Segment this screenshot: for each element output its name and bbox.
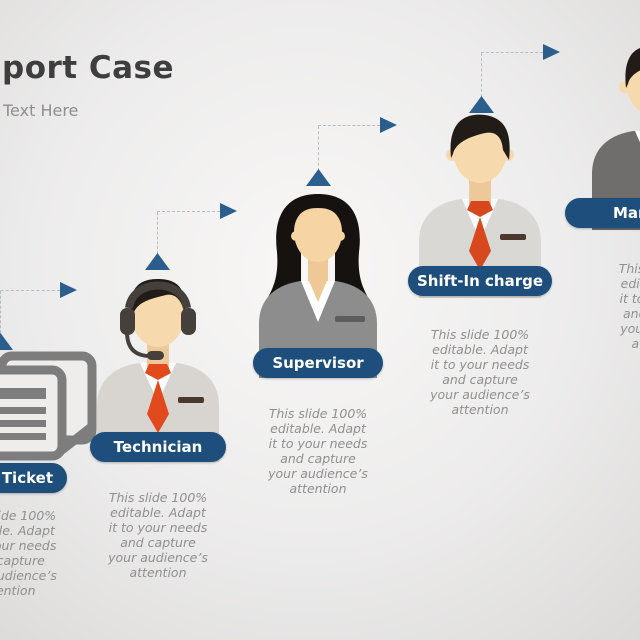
stage-label: Man [613, 204, 640, 222]
description-line: it to your needs [430, 357, 530, 372]
newspaper-ticket-icon [0, 350, 98, 462]
stage-label-pill-manager[interactable]: Man [565, 198, 640, 228]
connector-supervisor-hline [318, 125, 380, 126]
connector-shift-hline [481, 52, 543, 53]
description-line: it to your needs [0, 538, 57, 553]
description-line: This slide 100% [430, 327, 530, 342]
description-line: it to your needs [108, 520, 208, 535]
description-line: This slide 100% [108, 490, 208, 505]
description-line: attention [129, 565, 187, 580]
stage-label: Shift-In charge [416, 272, 544, 290]
stage-label: Supervisor [272, 354, 364, 372]
slide-title: port Case [2, 50, 175, 86]
description-line: and capture [442, 372, 518, 387]
description-line: and capture [280, 451, 356, 466]
description-line: editable. Adapt [0, 523, 55, 538]
up-arrow-icon [145, 253, 170, 270]
stage-description-manager: This slide editable. it to your and cap … [573, 261, 640, 351]
connector-shift-vline [481, 53, 482, 97]
up-arrow-icon [306, 169, 331, 186]
description-line: editable. Adapt [110, 505, 206, 520]
stage-label-pill-ticket[interactable]: t Ticket [0, 463, 67, 493]
description-line: attention [0, 583, 36, 598]
description-line: and cap [623, 306, 640, 321]
connector-technician-hline [157, 211, 220, 212]
description-line: This slide 100% [268, 406, 368, 421]
stage-description-shift-in-charge: This slide 100% editable. Adapt it to yo… [405, 327, 555, 417]
description-line: your audience’s [430, 387, 530, 402]
description-line: editable. Adapt [270, 421, 366, 436]
stage-label-pill-supervisor[interactable]: Supervisor [253, 348, 383, 378]
description-line: This slide [618, 261, 640, 276]
supervisor-woman-avatar [243, 188, 393, 378]
description-line: your audience’s [268, 466, 368, 481]
right-arrow-icon [543, 44, 560, 60]
right-arrow-icon [380, 117, 397, 133]
stage-label: Technician [113, 438, 203, 456]
stage-label: t Ticket [0, 469, 53, 487]
stage-label-pill-technician[interactable]: Technician [90, 432, 226, 462]
description-line: your audience’s [108, 550, 208, 565]
right-arrow-icon [220, 203, 237, 219]
up-arrow-icon [0, 333, 13, 350]
description-line: attention [289, 481, 347, 496]
description-line: editable. Adapt [432, 342, 528, 357]
description-line: and capture [0, 553, 45, 568]
connector-ticket-vline [0, 291, 1, 333]
description-line: it to your [619, 291, 640, 306]
description-line: and capture [120, 535, 196, 550]
stage-description-technician: This slide 100% editable. Adapt it to yo… [83, 490, 233, 580]
stage-label-pill-shift-in-charge[interactable]: Shift-In charge [408, 266, 552, 296]
description-line: atten [631, 336, 640, 351]
description-line: it to your needs [268, 436, 368, 451]
description-line: attention [451, 402, 509, 417]
stage-description-ticket: This slide 100% editable. Adapt it to yo… [0, 508, 82, 598]
description-line: This slide 100% [0, 508, 57, 523]
stage-description-supervisor: This slide 100% editable. Adapt it to yo… [243, 406, 393, 496]
slide-subtitle: Text Here [3, 101, 79, 120]
description-line: your aud [620, 321, 640, 336]
right-arrow-icon [60, 282, 77, 298]
description-line: your audience’s [0, 568, 57, 583]
connector-ticket-hline [0, 290, 60, 291]
connector-supervisor-vline [318, 126, 319, 171]
connector-technician-vline [157, 212, 158, 254]
description-line: editable. [620, 276, 640, 291]
